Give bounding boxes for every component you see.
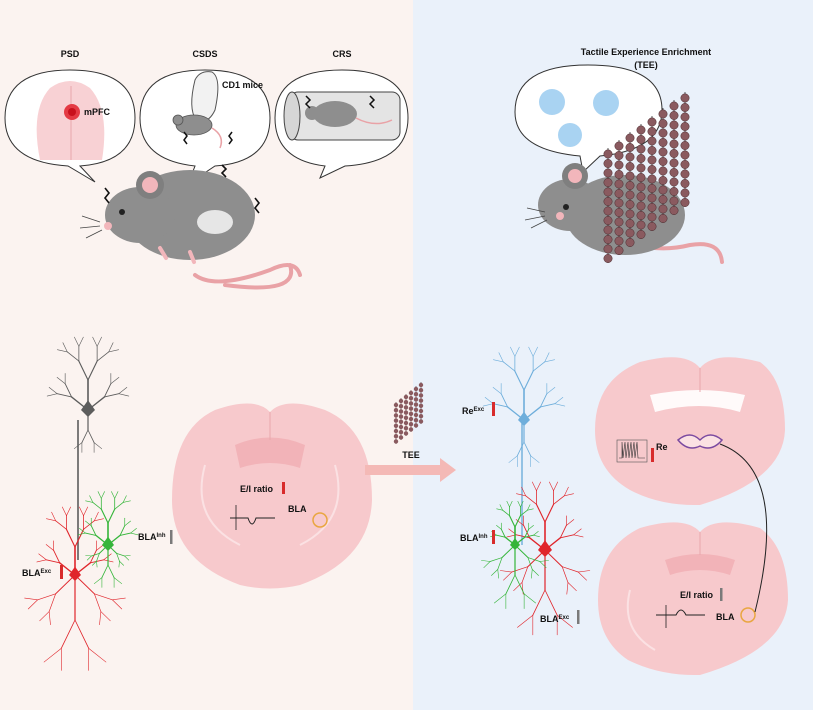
right-neuron-tree xyxy=(481,346,591,636)
tee-title: Tactile Experience Enrichment xyxy=(581,47,711,57)
left-trace-icon xyxy=(230,517,275,525)
left-neuron-tree xyxy=(24,336,139,671)
stress-zigzag-icon xyxy=(228,131,233,145)
re-nucleus-marker xyxy=(676,434,724,449)
tee-mini-bead-wall xyxy=(393,382,424,444)
re-firing-trace-icon xyxy=(616,439,648,463)
right-upper-coronal-brain-section xyxy=(595,357,785,506)
left-bla-inh-label: BLAInh xyxy=(138,532,166,542)
right-trace-icon xyxy=(656,609,705,616)
crs-label: CRS xyxy=(332,49,351,59)
tactile-bead-wall xyxy=(603,92,690,263)
left-ei-ratio-increase-bar xyxy=(282,482,285,494)
re-label: Re xyxy=(656,442,668,452)
right-bla-inh-label: BLAInh xyxy=(460,533,488,543)
left-bla-exc-label: BLAExc xyxy=(22,568,52,578)
tactile-cloud xyxy=(593,90,619,116)
tactile-cloud xyxy=(539,89,565,115)
bla-region-marker xyxy=(312,512,328,528)
cd1-mice-label: CD1 mice xyxy=(222,80,263,90)
tee-intervention-arrow xyxy=(365,458,456,482)
right-bla-exc-decrease-bar xyxy=(577,610,580,624)
csds-mice-illustration xyxy=(172,71,233,149)
re-to-bla-projection xyxy=(719,443,768,613)
psd-label: PSD xyxy=(61,49,80,59)
right-bla-region-marker xyxy=(740,607,756,623)
left-bla-label: BLA xyxy=(288,504,307,514)
tee-title-abbrev: (TEE) xyxy=(634,60,658,70)
right-bla-inh-increase-bar xyxy=(492,530,495,544)
stress-zigzag-icon xyxy=(183,131,188,145)
re-activity-increase-bar xyxy=(651,448,654,462)
left-bla-exc-increase-bar xyxy=(60,565,63,579)
right-ei-ratio-decrease-bar xyxy=(720,588,723,601)
right-ei-ratio-label: E/I ratio xyxy=(680,590,714,600)
right-bla-label: BLA xyxy=(716,612,735,622)
left-ei-ratio-label: E/I ratio xyxy=(240,484,274,494)
tactile-cloud xyxy=(558,123,582,147)
csds-label: CSDS xyxy=(192,49,217,59)
stressed-mouse-illustration xyxy=(79,164,302,290)
re-exc-increase-bar xyxy=(492,402,495,416)
crs-restraint-tube xyxy=(283,91,401,141)
re-exc-label: ReExc xyxy=(462,406,485,416)
left-coronal-brain-section xyxy=(172,403,372,589)
tee-arrow-label: TEE xyxy=(402,450,420,460)
mpfc-label: mPFC xyxy=(84,107,111,117)
left-bla-inh-decrease-bar xyxy=(170,530,173,544)
right-bla-exc-label: BLAExc xyxy=(540,614,570,624)
psd-dorsal-brain xyxy=(36,81,105,160)
right-lower-coronal-brain-section xyxy=(598,522,788,676)
